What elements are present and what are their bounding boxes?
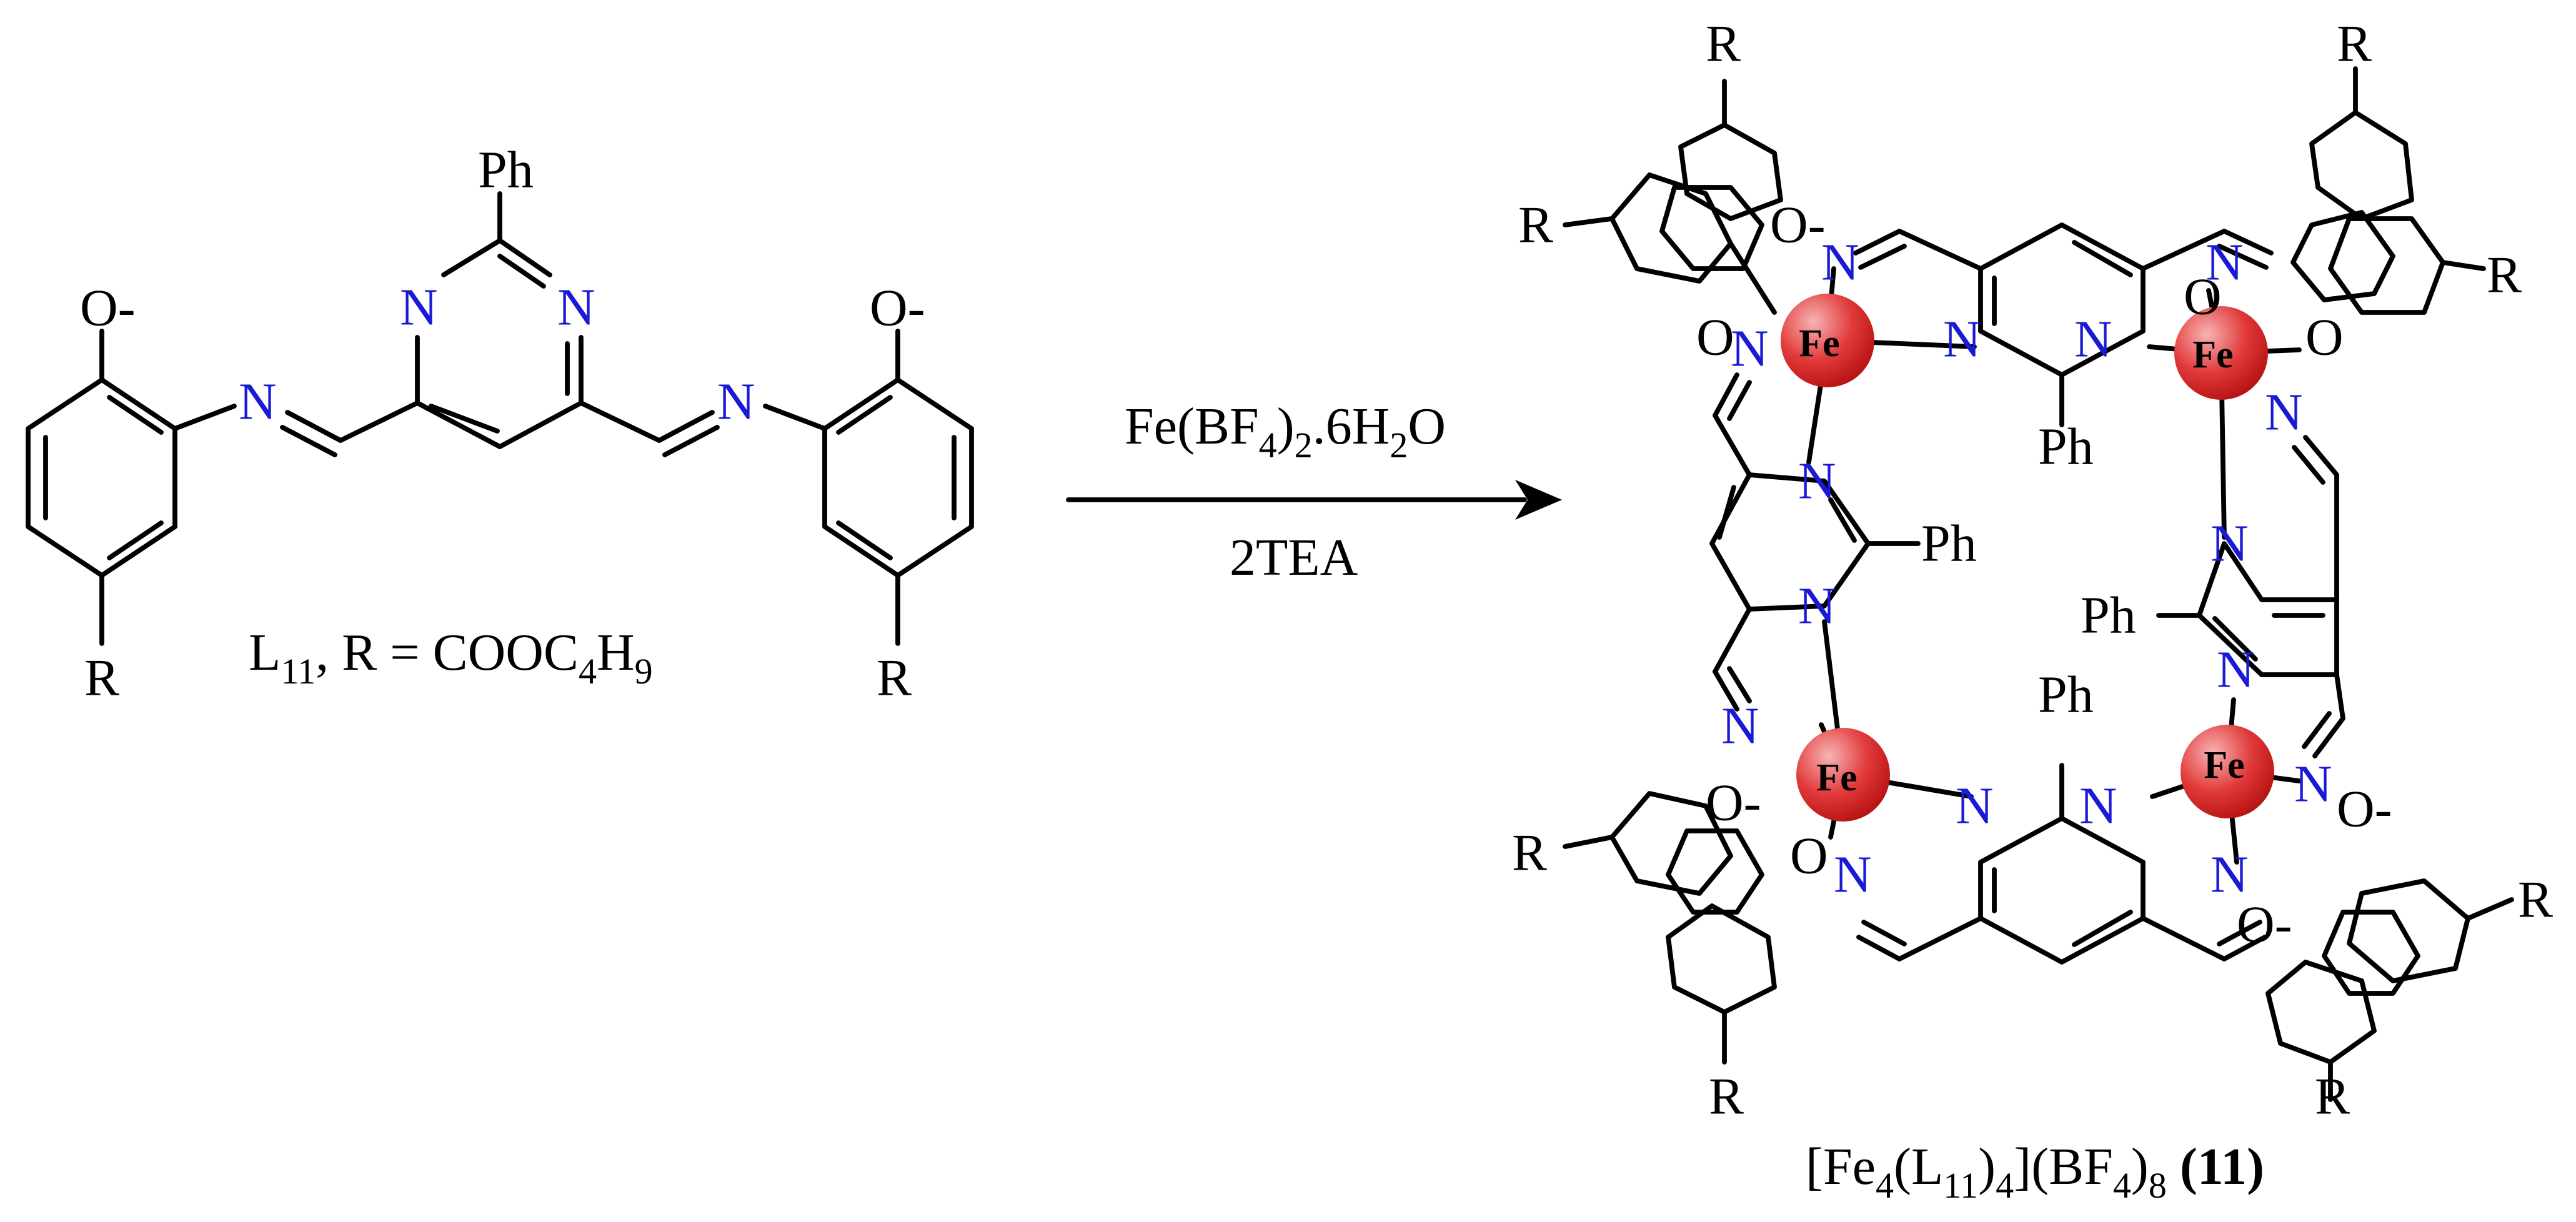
complex-n-bottom-pyr-left: N	[1956, 777, 1994, 835]
ligand-imine-n-right: N	[717, 373, 755, 431]
fe-center-top-right	[2174, 306, 2268, 400]
complex-o-top-left: O-	[1770, 196, 1826, 254]
complex-ph-left: Ph	[1921, 515, 1977, 573]
complex-o-bottom-right2: O-	[2237, 896, 2292, 954]
complex-r-top-left-2: R	[1518, 196, 1553, 254]
ligand-substituent-right: R	[877, 649, 912, 707]
complex-o-bottom-left: O-	[1706, 774, 1761, 832]
complex-n-left-pyr-bottom: N	[1798, 577, 1836, 635]
complex-r-top-right-2: R	[2487, 246, 2522, 304]
complex-ph-top: Ph	[2038, 418, 2094, 476]
ligand-imine-n-left: N	[239, 373, 277, 431]
ligand-substituent-left: R	[84, 649, 119, 707]
ligand-phenoxide-right: O-	[870, 279, 925, 337]
complex-n-bottom-left-imine2: N	[1834, 846, 1872, 904]
fe-label-bottom-left: Fe	[1816, 757, 1857, 799]
fe-center-bottom-right	[2181, 725, 2274, 818]
complex-n-top-left-imine2: N	[1731, 320, 1769, 378]
complex-r-bottom-right-2: R	[2315, 1068, 2350, 1126]
ligand-structure: Ph N N N N O- O- R R L11, R = COOC4H9	[26, 141, 974, 707]
ligand-pyrimidine-n-left: N	[400, 279, 438, 337]
fe-label-top-left: Fe	[1799, 322, 1839, 365]
fe-label-top-right: Fe	[2192, 334, 2233, 376]
complex-n-top-left-imine: N	[1821, 234, 1859, 292]
complex-r-top-left-1: R	[1706, 15, 1741, 73]
complex-n-bottom-right-imine: N	[2294, 755, 2332, 813]
complex-r-bottom-left-2: R	[1709, 1068, 1744, 1126]
ligand-pyrimidine-n-right: N	[557, 279, 595, 337]
complex-o-bottom-right: O-	[2337, 780, 2392, 838]
fe-center-bottom-left	[1796, 728, 1890, 822]
complex-n-bottom-left-imine: N	[1721, 697, 1759, 755]
complex-o-bottom-left2: O	[1790, 827, 1828, 885]
arrow-condition: 2TEA	[1230, 529, 1358, 587]
complex-ph-right: Ph	[2081, 587, 2136, 645]
complex-n-left-pyr-top: N	[1798, 452, 1836, 510]
fe-center-top-left	[1781, 294, 1874, 387]
ligand-caption: L11, R = COOC4H9	[249, 623, 653, 692]
complex-n-bottom-right-imine2: N	[2210, 846, 2249, 904]
complex-n-top-pyr-right: N	[2074, 310, 2112, 369]
fe-label-bottom-right: Fe	[2204, 744, 2244, 787]
ligand-phenoxide-left: O-	[80, 279, 136, 337]
complex-r-top-right-1: R	[2337, 15, 2372, 73]
complex-n-right-pyr-bottom: N	[2217, 641, 2255, 699]
complex-o-top-right: O	[2184, 268, 2222, 326]
complex-n-right-pyr-top: N	[2210, 515, 2249, 573]
ligand-phenyl-label: Ph	[478, 141, 534, 199]
complex-n-right-imine: N	[2265, 384, 2303, 442]
complex-ph-bottom: Ph	[2038, 666, 2094, 724]
reaction-arrow: Fe(BF4)2.6H2O 2TEA	[1066, 397, 1562, 587]
complex-n-top-pyr-left: N	[1943, 310, 1981, 369]
complex-o-top-right2: O	[2305, 309, 2344, 367]
complex-n-top-right-imine: N	[2206, 234, 2244, 292]
complex-n-bottom-pyr-right: N	[2079, 777, 2117, 835]
complex-r-bottom-right-1: R	[2518, 871, 2553, 929]
complex-r-bottom-left-1: R	[1512, 824, 1547, 882]
arrow-reagent: Fe(BF4)2.6H2O	[1125, 397, 1446, 465]
complex-o-top-left2: O	[1696, 309, 1734, 367]
complex-formula-caption: [Fe4(L11)4](BF4)8 (11)	[1806, 1138, 2264, 1206]
complex-structure: Fe Fe Fe Fe N N N N N N N N N N N N N N …	[1512, 15, 2553, 1206]
